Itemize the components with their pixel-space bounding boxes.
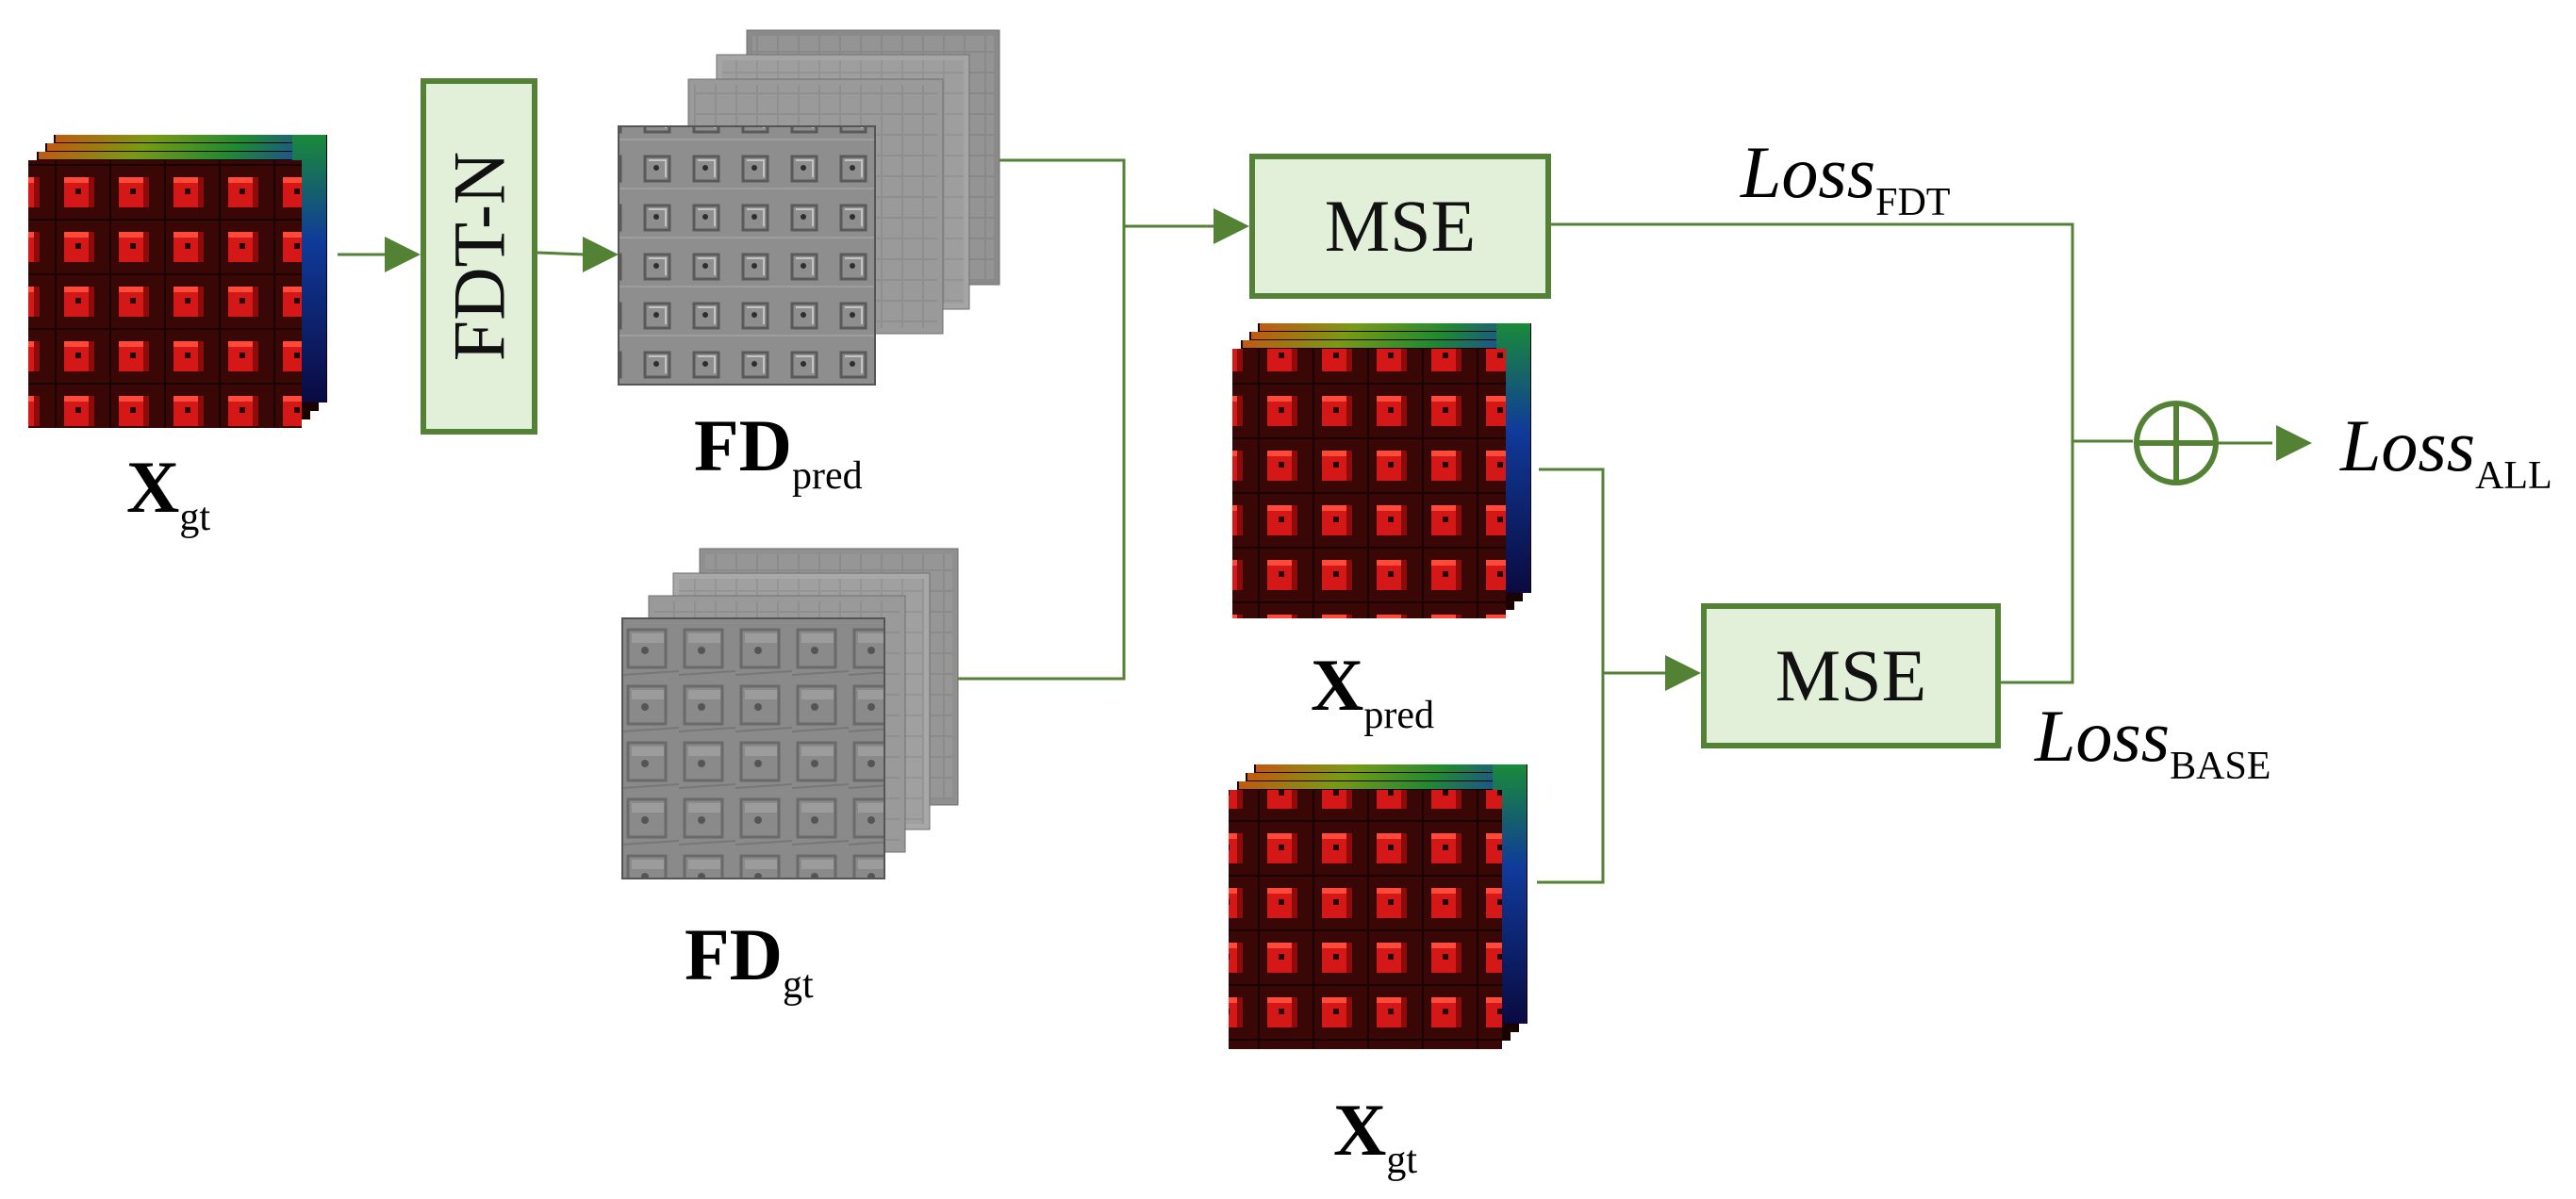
x-gt-input-stack [28,135,327,428]
label-fd-pred: FDpred [694,404,863,498]
connector-loss-join [1551,222,2074,684]
cube-front-face [1229,790,1502,1049]
mse-bottom-label: MSE [1775,634,1927,716]
arrow-into-fdpred [583,237,619,272]
mse-block-top: MSE [1249,154,1551,299]
feature-map-front [618,125,876,386]
fd-pred-stack [618,29,1000,386]
label-loss-base: LossBASE [2035,695,2271,788]
connector-fdt-to-fdpred [537,251,586,256]
connector-x-bus [1537,468,1605,884]
connector-fd-bus [958,158,1126,681]
label-loss-all: LossALL [2340,404,2552,498]
mse-top-label: MSE [1324,185,1477,267]
label-x-pred: Xpred [1311,644,1434,737]
cube-front-face [28,160,302,428]
label-x-gt-left: Xgt [126,446,211,539]
label-fd-gt: FDgt [685,913,814,1007]
fdt-n-label: FDT-N [438,151,520,362]
mse-block-bottom: MSE [1701,603,2001,748]
x-pred-stack [1232,323,1531,618]
fd-gt-stack [621,548,959,879]
arrow-into-mse-top [1214,208,1249,244]
x-gt-bottom-stack [1229,764,1527,1049]
cube-front-face [1232,349,1506,618]
label-x-gt-bottom: Xgt [1333,1089,1418,1182]
fdt-n-block: FDT-N [421,78,537,435]
arrow-into-mse-bottom [1665,655,1701,691]
arrow-into-fdt [385,237,421,272]
arrow-to-loss-all [2276,425,2312,461]
feature-map-front [621,617,885,879]
label-loss-fdt: LossFDT [1741,131,1951,224]
